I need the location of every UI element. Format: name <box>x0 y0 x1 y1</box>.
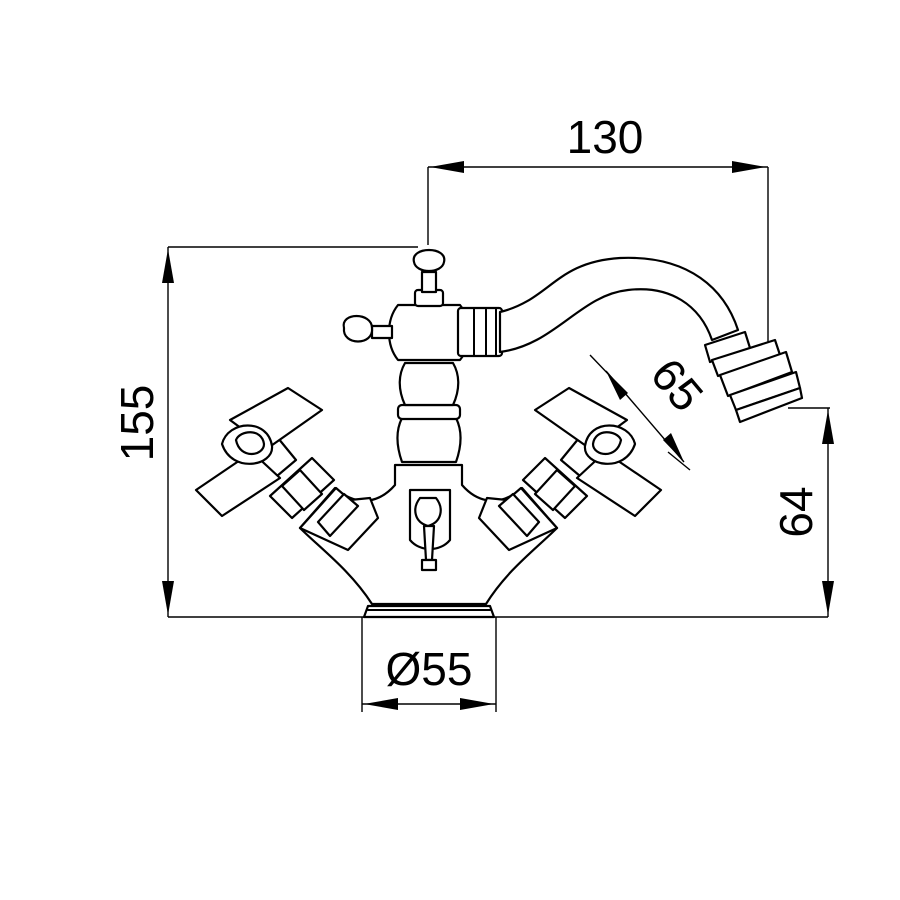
side-lever-knob <box>342 315 374 343</box>
central-column <box>396 416 462 464</box>
dimension-outlet-height: 64 <box>770 407 834 617</box>
faucet-body <box>194 249 804 619</box>
spout <box>498 256 740 354</box>
right-cross-handle <box>477 386 663 552</box>
dimension-label-spout-reach: 130 <box>567 111 644 163</box>
dimension-label-spout-outlet: 65 <box>641 348 714 421</box>
right-handle-lever-lower <box>575 450 663 518</box>
pop-up-lever <box>414 496 442 528</box>
dimension-spout-reach: 130 <box>427 111 769 398</box>
dimension-total-height: 155 <box>111 246 418 617</box>
top-knob <box>412 249 446 273</box>
dimension-label-base-diameter: Ø55 <box>386 643 473 695</box>
spout-outlet <box>703 330 804 424</box>
left-handle-lever-lower <box>194 450 282 518</box>
dimension-base-diameter: Ø55 <box>361 617 497 712</box>
base-flange <box>362 604 496 619</box>
dimension-label-total-height: 155 <box>111 385 163 462</box>
left-cross-handle <box>194 386 380 552</box>
dimension-label-outlet-height: 64 <box>770 486 822 537</box>
